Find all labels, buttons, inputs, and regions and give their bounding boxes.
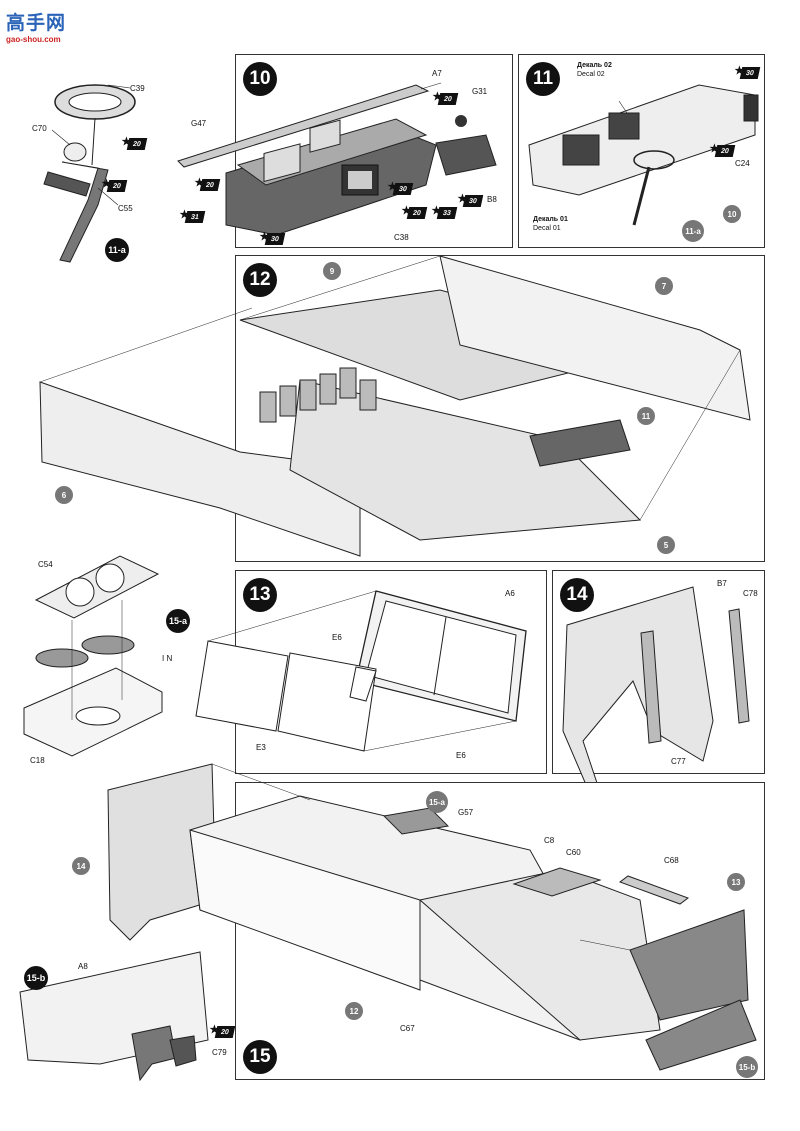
label-g47: G47	[191, 119, 207, 128]
watermark-url: gao-shou.com	[6, 35, 61, 44]
subassembly-marker-11a: 11-a	[105, 238, 129, 262]
step-ref-5: 5	[657, 536, 675, 554]
step-number: 12	[243, 263, 277, 297]
decal-01-label: Декаль 01 Decal 01	[533, 215, 568, 233]
label-c77: C77	[671, 757, 686, 766]
step-ref-11a: 11-a	[682, 220, 704, 242]
paint-code: 20	[214, 1026, 236, 1038]
step-ref-6: 6	[55, 486, 73, 504]
label-e6-bottom: E6	[456, 751, 466, 760]
step-10-panel: 10 A7 G31 G47 B8 C38 20 20 31 30 30 20 3…	[177, 54, 513, 248]
label-c54: C54	[38, 560, 53, 569]
step-ref-13: 13	[727, 873, 745, 891]
decal-01-en: Decal 01	[533, 225, 561, 232]
label-b7: B7	[717, 579, 727, 588]
step-ref-15b: 15-b	[736, 1056, 758, 1078]
label-g57: G57	[458, 808, 474, 817]
label-c18: C18	[30, 756, 45, 765]
subassembly-marker-15b: 15-b	[24, 966, 48, 990]
decal-02-label: Декаль 02 Decal 02	[577, 61, 612, 79]
step-ref-10: 10	[723, 205, 741, 223]
step-number: 13	[243, 578, 277, 612]
label-b8: B8	[487, 195, 497, 204]
step-ref-11: 11	[637, 407, 655, 425]
label-e3: E3	[256, 743, 266, 752]
label-c68: C68	[664, 856, 679, 865]
step-11-panel: 11 Декаль 02 Decal 02 Декаль 01 Decal 01…	[518, 54, 765, 248]
subassembly-marker-15a: 15-a	[166, 609, 190, 633]
label-c79: C79	[212, 1048, 227, 1057]
decal-02-en: Decal 02	[577, 71, 605, 78]
side-panel-drawing	[562, 586, 750, 802]
label-a6: A6	[505, 589, 515, 598]
watermark-chars: 高手网	[6, 12, 67, 34]
decal-01-ru: Декаль 01	[533, 216, 568, 223]
label-a7: A7	[432, 69, 442, 78]
step-13-panel: 13 A6 E6 E3 E6	[195, 570, 547, 774]
step-number: 10	[243, 62, 277, 96]
step-number: 15	[243, 1040, 277, 1074]
label-a8: A8	[78, 962, 88, 971]
step-ref-12: 12	[345, 1002, 363, 1020]
label-c60: C60	[566, 848, 581, 857]
label-c24: C24	[735, 159, 750, 168]
step-14-panel: 14 B7 C78 C77	[552, 570, 765, 802]
step-number: 14	[560, 578, 594, 612]
label-c78: C78	[743, 589, 758, 598]
step-number: 11	[526, 62, 560, 96]
label-c8: C8	[544, 836, 555, 845]
dashboard-drawing	[177, 82, 497, 236]
watermark-logo: 高手网 gao-shou.com	[6, 8, 66, 44]
step-ref-7: 7	[655, 277, 673, 295]
label-c39: C39	[130, 84, 145, 93]
decal-02-ru: Декаль 02	[577, 62, 612, 69]
label-c38: C38	[394, 233, 409, 242]
label-c67: C67	[400, 1024, 415, 1033]
label-c55: C55	[118, 204, 133, 213]
label-c70: C70	[32, 124, 47, 133]
label-in: I N	[162, 654, 173, 663]
label-g31: G31	[472, 87, 488, 96]
dashboard-installed-drawing	[528, 84, 759, 226]
step-ref-9: 9	[323, 262, 341, 280]
label-e6-top: E6	[332, 633, 342, 642]
windshield-drawing	[195, 590, 527, 752]
step-ref-15a: 15-a	[426, 791, 448, 813]
step-ref-14: 14	[72, 857, 90, 875]
